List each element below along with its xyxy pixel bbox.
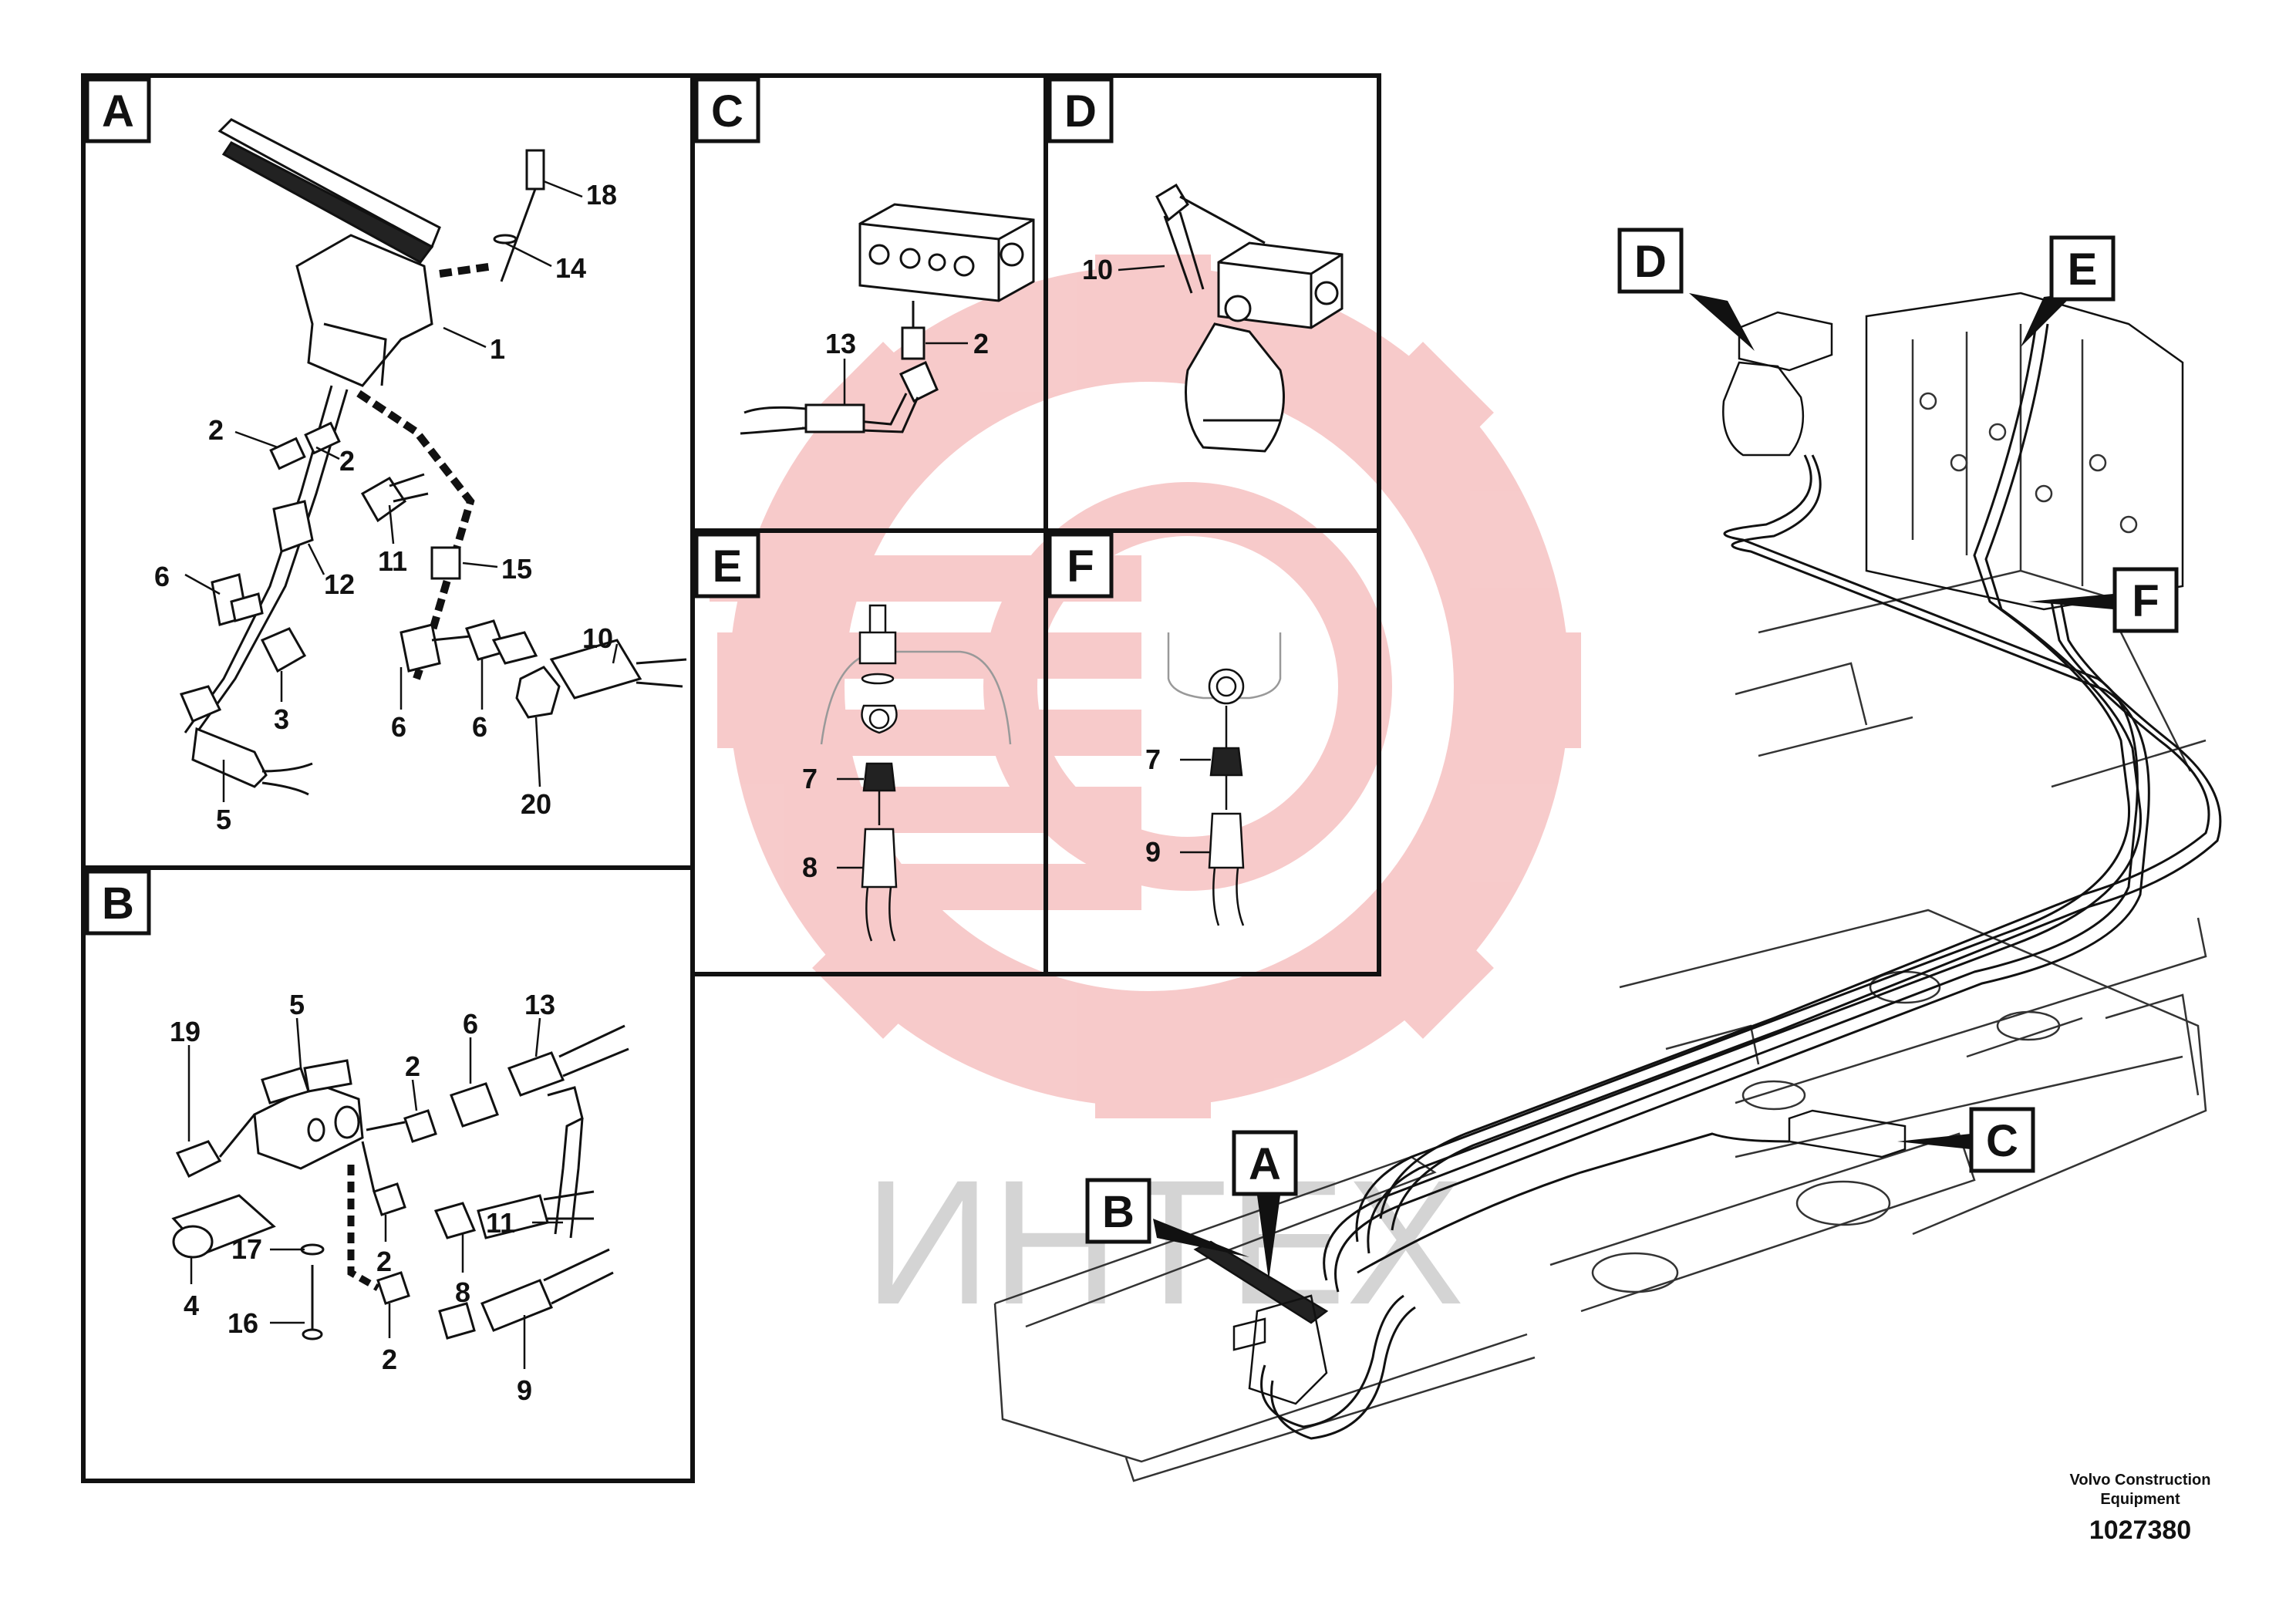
- callout-b-5: 5: [289, 989, 305, 1020]
- callout-a-2-lower: 2: [339, 445, 355, 477]
- callout-a-10: 10: [582, 622, 613, 654]
- callout-c-13: 13: [825, 328, 856, 359]
- callout-a-3: 3: [274, 703, 289, 735]
- callout-a-2-upper: 2: [208, 414, 224, 446]
- panel-a-callouts: 18 14 1 2 2 11 12 15 6 3 10 6 6 20 5: [154, 179, 617, 835]
- panel-d-drawing: [1155, 183, 1344, 453]
- callout-b-17: 17: [231, 1233, 262, 1265]
- panel-a-drawing: [179, 118, 687, 796]
- panel-b-letter: B: [102, 878, 134, 929]
- panel-e-leaders: [837, 777, 864, 869]
- panel-d-leader: [1118, 265, 1165, 271]
- callout-b-2-lower: 2: [382, 1344, 397, 1375]
- panel-e-letter: E: [713, 541, 743, 592]
- callout-e-8: 8: [802, 851, 818, 883]
- panel-b-leaders: [187, 1017, 563, 1369]
- panel-a-letter: A: [102, 86, 134, 137]
- panel-letter-boxes: A B C D E F: [85, 77, 1114, 936]
- callout-a-1: 1: [490, 333, 505, 365]
- panel-a-leaders: [184, 180, 619, 802]
- panel-e-drawing: [820, 604, 1012, 942]
- panel-f-drawing: [1167, 632, 1282, 926]
- callout-a-20: 20: [521, 788, 551, 820]
- callout-b-6: 6: [463, 1008, 478, 1040]
- callout-a-12: 12: [324, 568, 355, 600]
- panel-b-frame: [81, 865, 695, 1483]
- overview-label-a: A: [1249, 1139, 1281, 1189]
- panel-c-callouts: 2 13: [825, 328, 989, 359]
- panel-b-drawing: [171, 1024, 629, 1340]
- callout-b-4: 4: [184, 1290, 199, 1321]
- callout-a-5: 5: [216, 804, 231, 835]
- callout-b-9: 9: [517, 1374, 532, 1406]
- callout-c-2: 2: [973, 328, 989, 359]
- callout-f-7: 7: [1145, 744, 1161, 775]
- callout-b-11: 11: [486, 1207, 515, 1239]
- panel-f-frame: [1043, 528, 1381, 976]
- panel-c-letter: C: [711, 86, 743, 137]
- callout-b-2-mid: 2: [376, 1246, 392, 1277]
- callout-b-2-upper: 2: [405, 1050, 420, 1082]
- overview-hoses: [1260, 323, 2222, 1440]
- callout-d-10: 10: [1082, 254, 1113, 285]
- overview-label-b: B: [1102, 1187, 1135, 1237]
- callout-b-13: 13: [524, 989, 555, 1020]
- panel-frames: [81, 73, 1381, 1483]
- watermark-text: ИНТЕХ: [864, 1143, 1465, 1341]
- callout-a-15: 15: [501, 553, 532, 585]
- callout-a-14: 14: [555, 252, 586, 284]
- panel-c-leaders: [843, 342, 968, 405]
- panel-f-leaders: [1180, 758, 1211, 854]
- footer-company-line2: Equipment: [2100, 1491, 2180, 1508]
- overview-label-e: E: [2068, 244, 2098, 295]
- footer-company: Volvo Construction: [2070, 1472, 2211, 1489]
- callout-b-8: 8: [455, 1276, 470, 1308]
- panel-d-letter: D: [1064, 86, 1097, 137]
- overview-labels: D E F A B C: [1085, 228, 2179, 1280]
- callout-a-6-left: 6: [154, 561, 170, 592]
- callout-a-11: 11: [378, 545, 407, 577]
- callout-f-9: 9: [1145, 836, 1161, 868]
- footer: Volvo Construction Equipment 1027380: [2070, 1472, 2211, 1545]
- panel-c-drawing: [740, 203, 1035, 435]
- callout-b-19: 19: [170, 1016, 201, 1047]
- callout-a-6-mid: 6: [391, 711, 406, 743]
- overview-label-f: F: [2132, 576, 2159, 626]
- callout-a-6-right: 6: [472, 711, 487, 743]
- panel-b-callouts: 19 5 2 6 13 11 4 17 2 8 16 2 9: [170, 989, 555, 1406]
- callout-b-16: 16: [228, 1307, 258, 1339]
- overview-label-d: D: [1634, 237, 1667, 287]
- watermark-logo: [710, 255, 1581, 1118]
- panel-f-letter: F: [1067, 541, 1094, 592]
- footer-number: 1027380: [2089, 1516, 2191, 1545]
- overview-label-c: C: [1986, 1116, 2018, 1166]
- callout-a-18: 18: [586, 179, 617, 211]
- callout-e-7: 7: [802, 763, 818, 794]
